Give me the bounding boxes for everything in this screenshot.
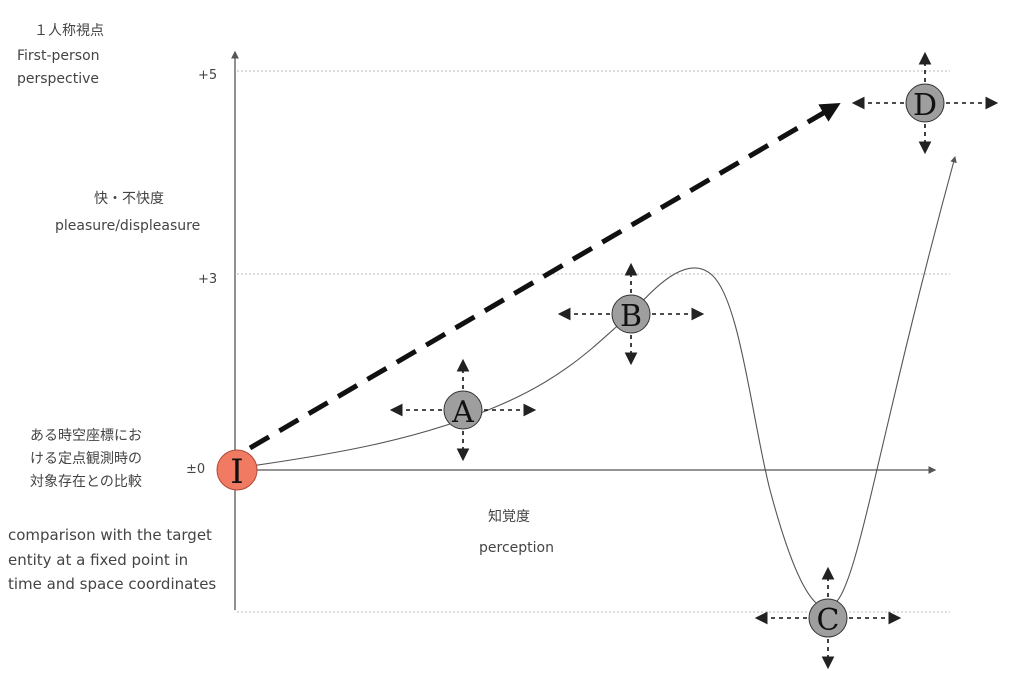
x-axis-label-jp: 知覚度 <box>488 509 530 525</box>
x-axis-label-en: perception <box>479 540 554 556</box>
perspective-en-2: perspective <box>17 71 100 87</box>
trajectory-curve <box>236 155 957 609</box>
node-c: C <box>808 598 848 638</box>
node-d: D <box>905 83 945 123</box>
tick-plus5: +5 <box>198 68 218 83</box>
node-d-label: D <box>913 88 937 123</box>
node-origin-label: I <box>230 452 243 492</box>
node-origin: I <box>216 449 258 492</box>
y-axis-label-en: pleasure/displeasure <box>55 218 201 234</box>
tick-zero: ±0 <box>186 462 206 477</box>
perspective-jp: １人称視点 <box>34 23 104 39</box>
node-b: B <box>611 294 651 334</box>
comparison-en-2: entity at a fixed point in <box>8 551 189 569</box>
node-b-label: B <box>620 299 642 334</box>
comparison-en-1: comparison with the target <box>8 526 212 544</box>
perspective-en-1: First-person <box>17 48 100 64</box>
comparison-jp-1: ある時空座標にお <box>30 428 142 444</box>
node-a-label: A <box>451 395 474 430</box>
node-a: A <box>443 390 483 430</box>
comparison-jp-3: 対象存在との比較 <box>30 474 142 490</box>
node-c-label: C <box>817 603 840 638</box>
tick-plus3: +3 <box>198 272 218 287</box>
comparison-en-3: time and space coordinates <box>8 575 217 593</box>
y-axis-label-jp: 快・不快度 <box>94 191 164 207</box>
trend-arrow <box>248 102 841 451</box>
comparison-jp-2: ける定点観測時の <box>30 451 142 467</box>
